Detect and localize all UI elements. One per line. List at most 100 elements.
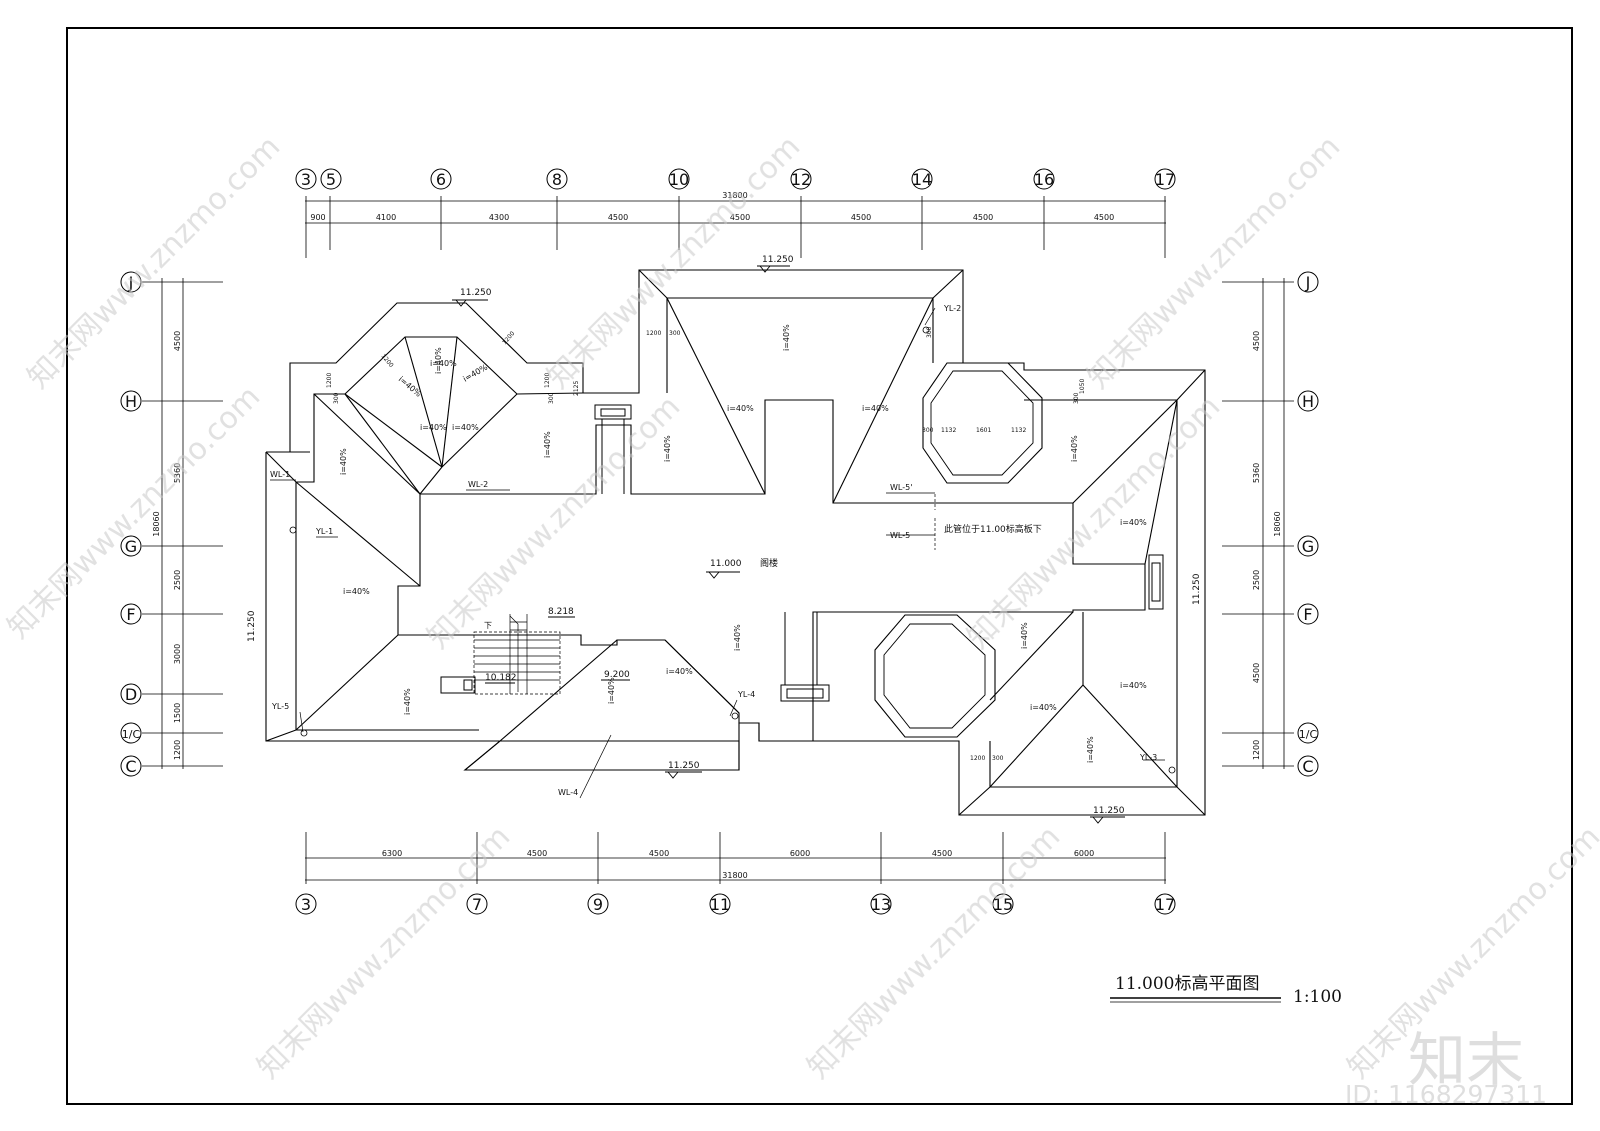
- left-wing-inner: [296, 336, 584, 483]
- downpipe-label: YL-3: [1139, 753, 1157, 762]
- small-dimension: 1132: [1011, 427, 1026, 434]
- dimension: 4500: [932, 849, 952, 858]
- dimension: 4500: [1252, 663, 1261, 683]
- slope-label: i=40%: [607, 677, 616, 704]
- small-dimension: 1132: [941, 427, 956, 434]
- downpipe-label: YL-4: [737, 690, 755, 699]
- dimension-total: 31800: [722, 191, 747, 200]
- slope-label: i=40%: [727, 404, 754, 413]
- right-dimension-values: 4500 5360 2500 4500 1200 18060: [1252, 331, 1282, 760]
- octagon-tower-upper: [922, 362, 1043, 484]
- small-dimension: 300: [922, 427, 934, 434]
- watermark-text: 知末网www.znzmo.com: [961, 389, 1227, 655]
- gutter-label: WL-5: [890, 531, 910, 540]
- main-level-label: 11.000: [710, 559, 742, 569]
- axis-label: G: [1302, 537, 1314, 556]
- axis-label: 3: [301, 170, 311, 189]
- axis-label: 16: [1034, 170, 1054, 189]
- leader-lines: [270, 307, 1165, 799]
- dimension: 3000: [173, 644, 182, 664]
- octagon-tower-upper-inner: [930, 370, 1034, 476]
- right-dimension-lines: [1222, 278, 1294, 769]
- level-label: 11.250: [1093, 806, 1125, 816]
- watermark: 知末网www.znzmo.com 知末网www.znzmo.com 知末网www…: [1, 129, 1600, 1109]
- axis-label: 9: [593, 895, 603, 914]
- sheet-border: [66, 27, 1573, 1105]
- axis-label: 3: [301, 895, 311, 914]
- downpipe-label: YL-1: [315, 527, 333, 536]
- axis-label: 8: [552, 170, 562, 189]
- small-dimension: 300: [926, 326, 933, 338]
- attic-core-outline: [397, 399, 1146, 742]
- small-dimension: 300: [992, 755, 1004, 762]
- dimension: 6000: [790, 849, 810, 858]
- small-dimension: 1200: [379, 353, 394, 369]
- small-dimension: 300: [333, 392, 340, 404]
- stair-down-label: 下: [484, 621, 492, 630]
- axis-label: 11: [710, 895, 730, 914]
- slope-label: i=40%: [420, 423, 447, 432]
- level-label: 11.250: [762, 255, 794, 265]
- pipe-note: 此管位于11.00标高板下: [944, 523, 1042, 535]
- slope-label: i=40%: [663, 435, 672, 462]
- left-axis-bubbles: [120, 271, 142, 777]
- level-markers: [452, 265, 1125, 824]
- watermark-text: 知末网www.znzmo.com: [21, 129, 287, 395]
- gutter-label: WL-2: [468, 480, 488, 489]
- level-label: 11.250: [1192, 573, 1202, 605]
- slope-label: i=40%: [543, 431, 552, 458]
- downpipe-label: YL-2: [943, 304, 961, 313]
- slope-label: i=40%: [403, 688, 412, 715]
- small-dimension: 1050: [1079, 379, 1086, 394]
- top-dimension-values: 31800 900 4100 4300 4500 4500 4500 4500 …: [310, 191, 1114, 222]
- dimension: 4500: [649, 849, 669, 858]
- dimension: 2500: [173, 570, 182, 590]
- small-dimension: 300: [548, 392, 555, 404]
- drawing-title-block: 11.000标高平面图 1:100: [1110, 974, 1342, 1007]
- level-label: 8.218: [548, 607, 574, 617]
- axis-label: H: [1302, 392, 1314, 411]
- left-axis-labels: J H G F D 1/C C: [122, 273, 141, 776]
- slope-label: i=40%: [343, 587, 370, 596]
- dimension: 4500: [608, 213, 628, 222]
- dimension: 1200: [1252, 740, 1261, 760]
- small-dimension: 1200: [544, 373, 551, 388]
- left-dimension-values: 4500 5360 2500 3000 1500 1200 18060: [152, 331, 182, 760]
- small-dimension: 2125: [573, 381, 580, 396]
- slope-label: i=40%: [1070, 435, 1079, 462]
- axis-label: 1/C: [122, 728, 141, 741]
- axis-label: 17: [1155, 895, 1175, 914]
- chimneys: [440, 404, 1164, 702]
- dimension: 1200: [173, 740, 182, 760]
- dimension: 4500: [1252, 331, 1261, 351]
- dimension: 900: [310, 213, 325, 222]
- slope-label: i=40%: [339, 448, 348, 475]
- level-label: 11.250: [247, 610, 257, 642]
- axis-label: 12: [791, 170, 811, 189]
- top-dimension-lines: [305, 196, 1166, 258]
- small-dimension: 1601: [976, 427, 991, 434]
- dimension: 6000: [1074, 849, 1094, 858]
- level-label: 9.200: [604, 670, 630, 680]
- small-dimension: 300: [1073, 392, 1080, 404]
- downpipe-markers: [289, 326, 1176, 774]
- dimension: 4500: [1094, 213, 1114, 222]
- bottom-dimension-lines: [305, 832, 1166, 884]
- roof-plan: [265, 269, 1206, 816]
- slope-label: i=40%: [1086, 736, 1095, 763]
- dimension-total: 31800: [722, 871, 747, 880]
- axis-label: 14: [912, 170, 932, 189]
- bottom-axis-bubbles: [295, 893, 1176, 915]
- axis-label: 13: [871, 895, 891, 914]
- slope-label: i=40%: [1030, 703, 1057, 712]
- slope-label: i=40%: [666, 667, 693, 676]
- bottom-dimension-values: 6300 4500 4500 6000 4500 6000 31800: [382, 849, 1094, 880]
- axis-label: C: [125, 757, 136, 776]
- axis-label: 7: [472, 895, 482, 914]
- axis-label: 1/C: [1299, 728, 1318, 741]
- axis-label: 17: [1155, 170, 1175, 189]
- dimension: 4500: [527, 849, 547, 858]
- axis-label: G: [125, 537, 137, 556]
- axis-label: H: [125, 392, 137, 411]
